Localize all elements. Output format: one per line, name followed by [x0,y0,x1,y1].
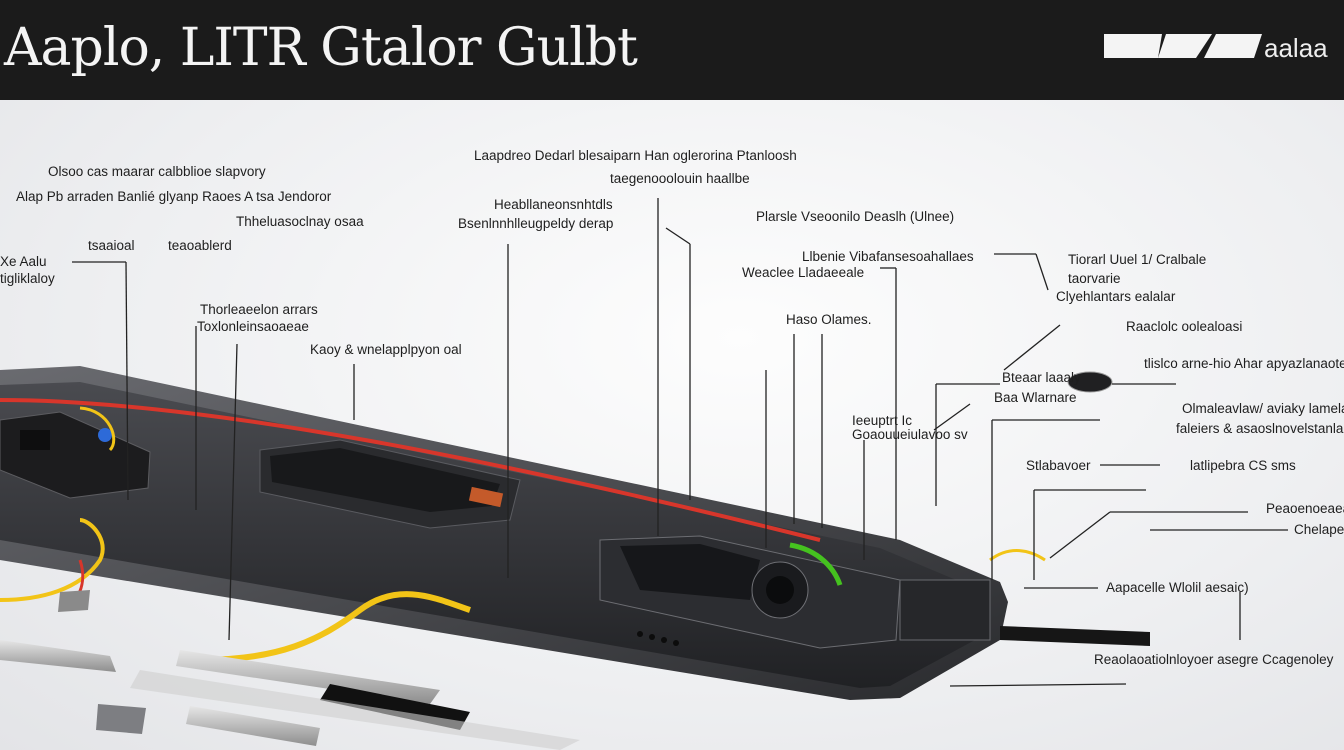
callout-label: Plarsle Vseoonilo Deaslh (Ulnee) [756,209,955,224]
callout-label: Olsoo cas maarar calbblioe slapvory [48,164,266,179]
callout-label: Bsenlnnhlleugpeldy derap [458,216,614,231]
callout-label: Reaolaoatiolnloyoer asegre Ccagenoley [1094,652,1334,667]
callout-label: Raaclolc oolealoasi [1126,319,1243,334]
callout-label: Weaclee Lladaeeale [742,265,865,280]
camera-module-component [0,411,151,499]
callout-label: taorvarie [1068,271,1121,286]
callout-label: Clyehlantars ealalar [1056,289,1176,304]
callout-label: Alap Pb arraden Banlié glyanp Raoes A ts… [16,189,332,204]
callout-label: Toxlonleinsaoaeae [197,319,309,334]
callout-label: tsaaioal [88,238,135,253]
callout-label: Stlabavoer [1026,458,1091,473]
callout-label: Baa Wlarnare [994,390,1077,405]
callout-label: teaoablerd [168,238,232,253]
callout-label: Heabllaneonsnhtdls [494,197,613,212]
callout-label: Aapacelle Wlolil aesaic) [1106,580,1249,595]
callout-label: Haso Olames. [786,312,872,327]
header-bar: Aaplo, LITR Gtalor Gulbt aalaa [0,0,1344,100]
callout-label: Xe Aalu [0,254,47,269]
callout-label: Thheluasoclnay osaa [236,214,364,229]
callout-label: latlipebra CS sms [1190,458,1296,473]
callout-label: Tiorarl Uuel 1/ Cralbale [1068,252,1207,267]
callout-label: Ieeuptrt Ic [852,413,913,428]
logic-board-component [259,439,521,529]
tools [0,371,1150,750]
callout-label: Chelapeal [1294,522,1344,537]
brand-logo-mark-icon [1104,34,1262,58]
callout-label: Bteaar laaaly [1002,370,1081,385]
callout-label: tlislco arne-hio Ahar apyazlanaotels [1144,356,1344,371]
brand-logo-text: aalaa [1264,33,1328,63]
callout-label: tigliklaloy [0,271,55,286]
callout-label: Laapdreo Dedarl blesaiparn Han oglerorin… [474,148,797,163]
callout-label: Goaouueiulavoo sv [852,427,968,442]
callout-label: Kaoy & wnelapplpyon oal [310,342,462,357]
callout-label: faleiers & asaoslnovelstanlarran [1176,421,1344,436]
callout-label: Llbenie Vibafansesoahallaes [802,249,974,264]
callout-label: taegenooolouin haallbe [610,171,750,186]
diagram-title: Aaplo, LITR Gtalor Gulbt [4,18,638,78]
callout-label: Peaoenoeaeaa [1266,501,1344,516]
callout-label: Thorleaeelon arrars [200,302,318,317]
callout-label: Olmaleavlaw/ aviaky lamelaa [1182,401,1344,416]
